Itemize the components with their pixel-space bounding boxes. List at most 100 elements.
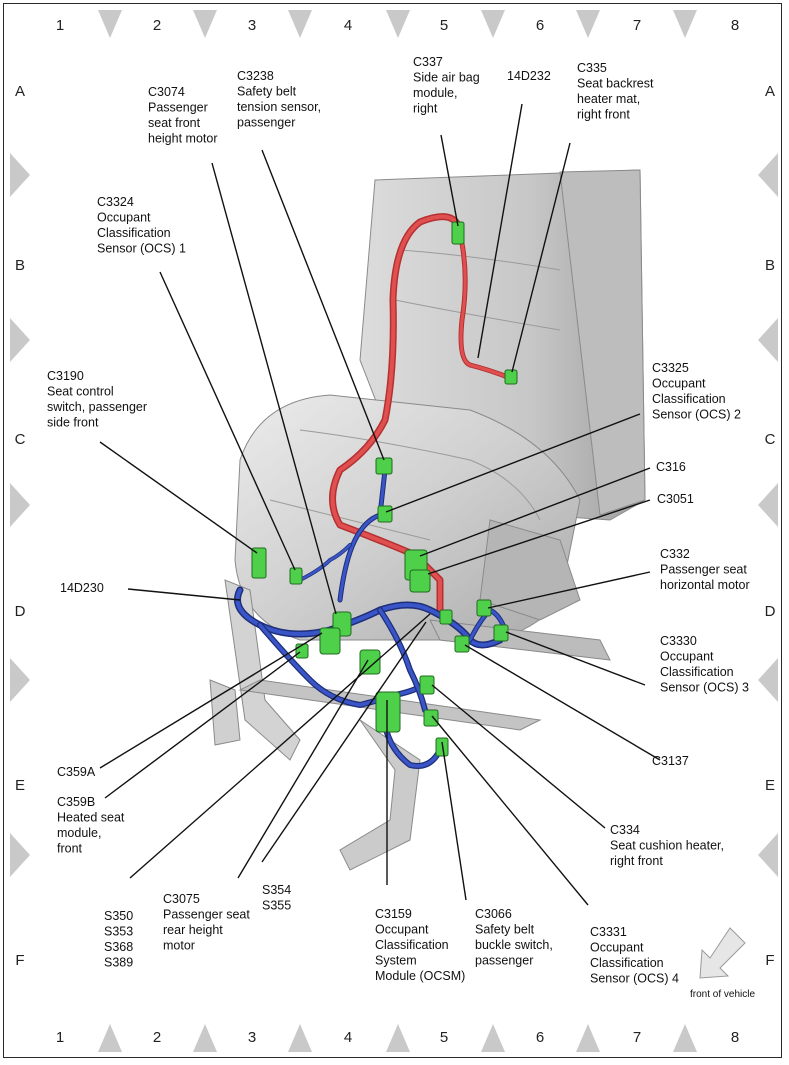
callout-desc-line: Occupant — [97, 211, 151, 225]
seat-frame-left — [224, 579, 301, 761]
connectors — [251, 221, 518, 757]
column-label-top: 5 — [440, 17, 448, 34]
callout-desc-line: Classification — [97, 226, 171, 240]
connector-c359b — [295, 643, 309, 659]
connector-c3330 — [493, 624, 509, 642]
connector-c334 — [419, 675, 435, 695]
callout-id: C337 — [413, 55, 443, 69]
callout-desc-line: System — [375, 954, 417, 968]
callout-id: C3331 — [590, 925, 627, 939]
seat-leg-front — [209, 679, 241, 746]
callout-desc-line: right front — [610, 854, 663, 868]
callout-desc-line: S389 — [104, 956, 133, 970]
callout-id: 14D232 — [507, 69, 551, 83]
callout-desc-line: Classification — [590, 956, 664, 970]
connector-c3238 — [375, 457, 393, 475]
row-label-left: E — [15, 777, 25, 794]
connector-c3075 — [359, 649, 381, 675]
callout-desc-line: right — [413, 102, 438, 116]
callout-desc-line: Safety belt — [237, 85, 297, 99]
callout-desc-line: motor — [163, 939, 195, 953]
callout-desc-line: heater mat, — [577, 92, 640, 106]
grid-marker-right — [758, 658, 778, 702]
column-label-bottom: 2 — [153, 1029, 161, 1046]
row-label-right: E — [765, 777, 775, 794]
grid-marker-top — [481, 10, 505, 38]
callout-d232: 14D232 — [507, 69, 551, 83]
callout-desc-line: Occupant — [375, 923, 429, 937]
connector-c359 — [319, 627, 341, 655]
seat-mechanism — [479, 519, 581, 621]
connector-c3324 — [289, 567, 303, 585]
cushion-seam-2 — [269, 499, 431, 541]
callout-c316: C316 — [656, 460, 686, 474]
column-label-bottom: 8 — [731, 1029, 739, 1046]
callout-desc-line: Passenger seat — [660, 563, 747, 577]
callout-id: C3075 — [163, 892, 200, 906]
callout-id: C3238 — [237, 69, 274, 83]
callout-id: C3159 — [375, 907, 412, 921]
connector-c3051 — [409, 569, 431, 593]
wiring-harness — [234, 213, 513, 769]
grid-marker-top — [98, 10, 122, 38]
callout-id: C332 — [660, 547, 690, 561]
callout-id: C3074 — [148, 85, 185, 99]
connector-c3190 — [251, 547, 267, 579]
connector-c3331 — [423, 709, 439, 727]
front-indicator: front of vehicle — [690, 927, 755, 1000]
callout-desc-line: Safety belt — [475, 923, 535, 937]
grid-marker-left — [10, 318, 30, 362]
row-label-left: D — [15, 603, 26, 620]
grid-marker-top — [193, 10, 217, 38]
callout-desc-line: rear height — [163, 923, 223, 937]
row-label-left: C — [15, 431, 26, 448]
grid-marker-right — [758, 318, 778, 362]
callout-desc-line: S355 — [262, 899, 291, 913]
row-label-right: C — [765, 431, 776, 448]
connector-c3066 — [435, 737, 449, 757]
callout-c3051: C3051 — [657, 492, 694, 506]
grid-marker-left — [10, 658, 30, 702]
callout-c3137: C3137 — [652, 754, 689, 768]
callout-desc-line: buckle switch, — [475, 938, 553, 952]
callout-desc-line: right front — [577, 108, 630, 122]
callout-desc-line: Classification — [660, 665, 734, 679]
callout-desc-line: Module (OCSM) — [375, 969, 465, 983]
grid-marker-bottom — [386, 1024, 410, 1052]
callout-id: C334 — [610, 823, 640, 837]
leader-lines — [99, 103, 661, 906]
callout-id: S354 — [262, 883, 291, 897]
grid-marker-top — [288, 10, 312, 38]
callout-d230: 14D230 — [60, 581, 104, 595]
column-label-top: 2 — [153, 17, 161, 34]
callout-desc-line: Occupant — [652, 377, 706, 391]
callout-desc-line: Seat control — [47, 385, 114, 399]
callout-id: C3324 — [97, 195, 134, 209]
row-label-left: B — [15, 257, 25, 274]
callout-desc-line: Classification — [375, 938, 449, 952]
callout-id: C335 — [577, 61, 607, 75]
callout-id: C3325 — [652, 361, 689, 375]
backrest-seam-2 — [394, 299, 561, 331]
front-of-vehicle-label: front of vehicle — [690, 989, 755, 1000]
column-label-bottom: 5 — [440, 1029, 448, 1046]
column-label-top: 1 — [56, 17, 64, 34]
column-label-bottom: 4 — [344, 1029, 352, 1046]
grid-marker-bottom — [193, 1024, 217, 1052]
connector-c3137 — [454, 635, 470, 653]
callout-desc-line: Occupant — [660, 650, 714, 664]
row-label-right: A — [765, 83, 775, 100]
callout-id: C359B — [57, 795, 95, 809]
grid-marker-top — [673, 10, 697, 38]
